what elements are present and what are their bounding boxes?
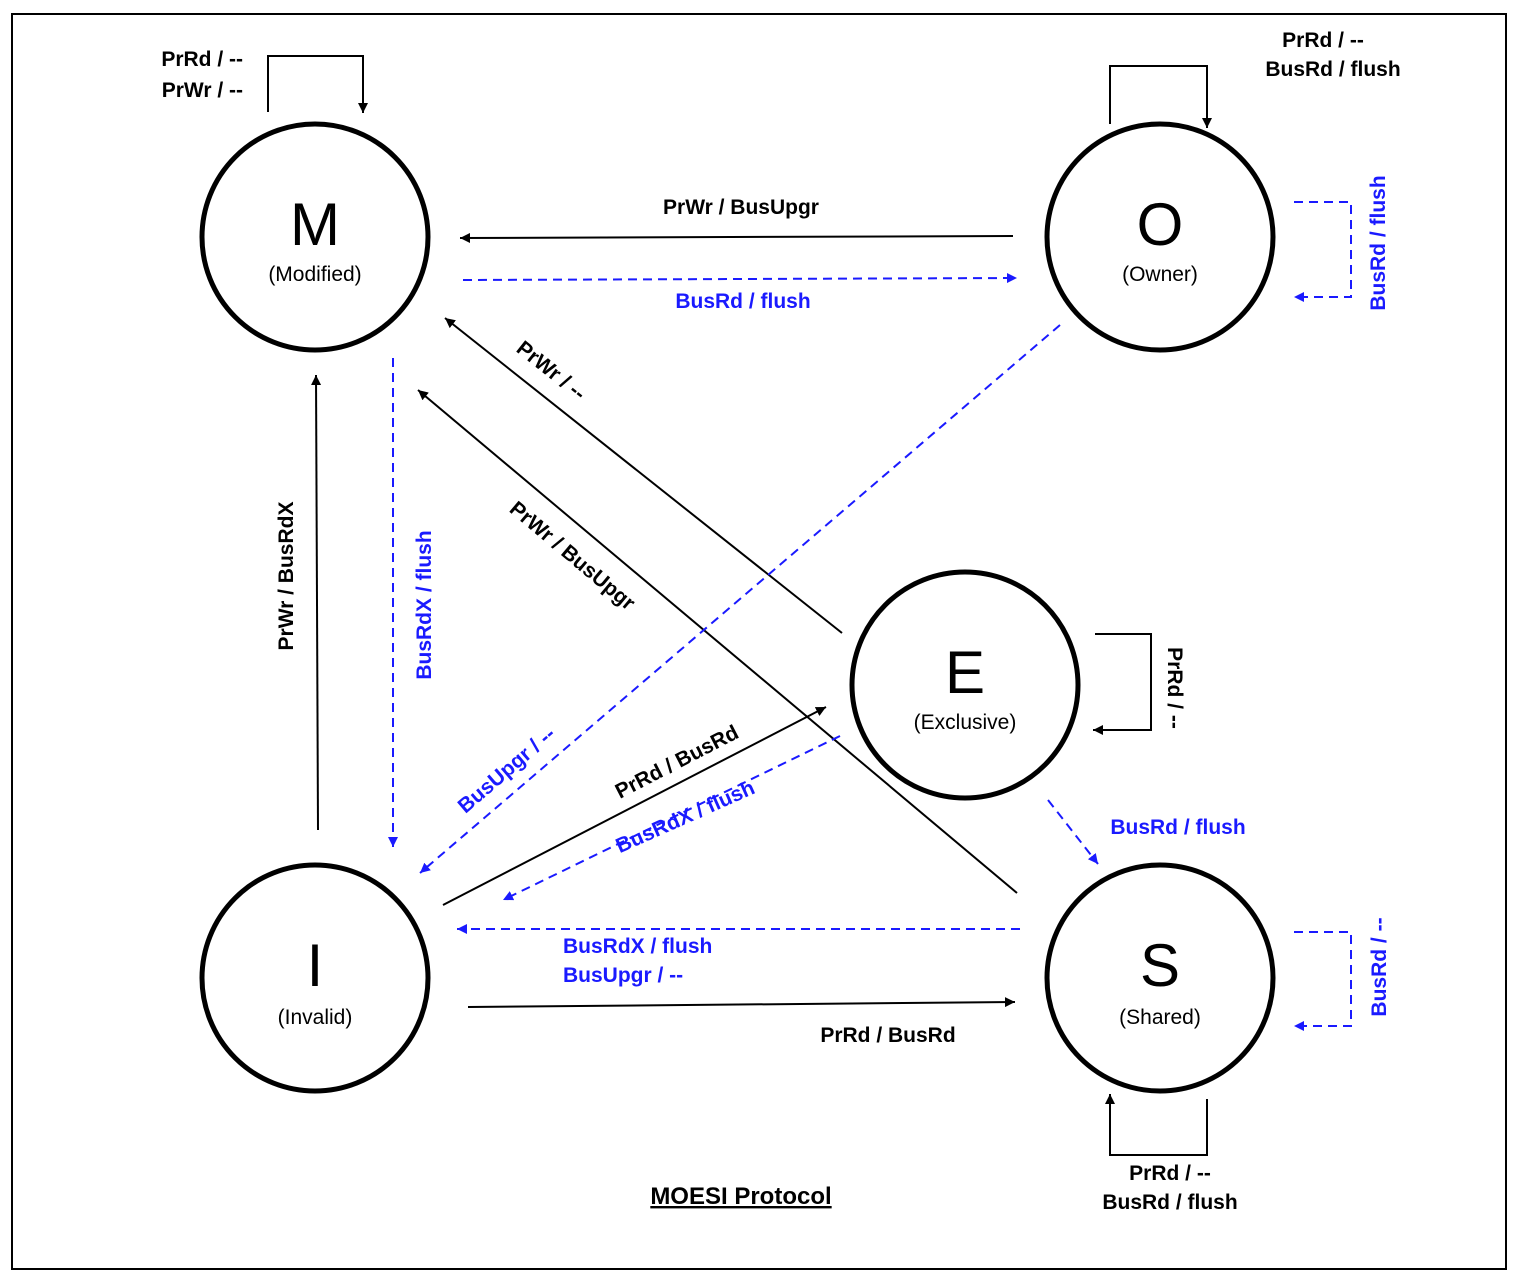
- label-m-self-line1: PrRd / --: [161, 48, 243, 71]
- state-m-circle: [199, 121, 431, 353]
- state-m-letter: M: [290, 191, 340, 258]
- edge-o-self: [1109, 65, 1212, 128]
- state-e-letter: E: [945, 639, 985, 706]
- label-e-to-s: BusRd / flush: [1110, 816, 1245, 839]
- state-o-name: (Owner): [1122, 263, 1198, 286]
- edge-o-self-bus: [1294, 201, 1352, 302]
- label-o-self-bus: BusRd / flush: [1367, 175, 1390, 310]
- label-m-to-o: BusRd / flush: [675, 290, 810, 313]
- diagram-frame: [11, 13, 1507, 1270]
- label-i-to-m: PrWr / BusRdX: [275, 502, 298, 651]
- edge-e-to-i: [502, 735, 841, 901]
- state-o-circle: [1044, 121, 1276, 353]
- state-s-name: (Shared): [1119, 1006, 1201, 1029]
- edge-m-self: [267, 55, 368, 113]
- state-s-circle: [1044, 862, 1276, 1094]
- label-o-to-m: PrWr / BusUpgr: [663, 196, 819, 219]
- label-m-self-line2: PrWr / --: [162, 79, 243, 102]
- state-o: O (Owner): [1044, 121, 1276, 353]
- label-s-self-line2: BusRd / flush: [1102, 1191, 1237, 1214]
- edge-i-to-s: [467, 997, 1016, 1008]
- label-i-to-s: PrRd / BusRd: [820, 1024, 955, 1047]
- label-o-to-i: BusUpgr / --: [454, 722, 560, 818]
- label-s-self-bus: BusRd / --: [1368, 917, 1391, 1016]
- label-s-to-i-line1: BusRdX / flush: [563, 935, 712, 958]
- diagram-title: MOESI Protocol: [650, 1183, 831, 1210]
- state-i-circle: [199, 862, 431, 1094]
- label-o-self-line2: BusRd / flush: [1265, 58, 1400, 81]
- edge-i-to-m: [311, 374, 322, 831]
- label-s-self-line1: PrRd / --: [1129, 1162, 1211, 1185]
- state-o-letter: O: [1137, 191, 1184, 258]
- state-e: E (Exclusive): [849, 569, 1081, 801]
- edge-e-self: [1093, 633, 1152, 735]
- label-m-to-i: BusRdX / flush: [413, 530, 436, 679]
- edge-m-to-o: [462, 273, 1018, 284]
- edge-s-to-m: [417, 389, 1018, 894]
- label-e-self: PrRd / --: [1163, 647, 1186, 729]
- state-i: I (Invalid): [199, 862, 431, 1094]
- state-i-name: (Invalid): [278, 1006, 353, 1029]
- edge-s-self: [1105, 1094, 1208, 1156]
- label-s-to-i-line2: BusUpgr / --: [563, 964, 683, 987]
- edge-i-to-e: [442, 706, 827, 906]
- state-s-letter: S: [1140, 932, 1180, 999]
- edge-e-to-m: [444, 317, 843, 634]
- label-o-self-line1: PrRd / --: [1282, 29, 1364, 52]
- edge-o-to-m: [459, 232, 1014, 243]
- label-s-to-m: PrWr / BusUpgr: [505, 497, 639, 615]
- label-e-to-m: PrWr / --: [512, 337, 590, 406]
- edge-o-to-i: [419, 324, 1061, 874]
- state-m: M (Modified): [199, 121, 431, 353]
- state-i-letter: I: [307, 932, 324, 999]
- edge-s-self-bus: [1294, 931, 1352, 1031]
- state-s: S (Shared): [1044, 862, 1276, 1094]
- edge-e-to-s: [1047, 799, 1099, 865]
- state-e-circle: [849, 569, 1081, 801]
- state-m-name: (Modified): [268, 263, 361, 286]
- state-e-name: (Exclusive): [914, 711, 1017, 734]
